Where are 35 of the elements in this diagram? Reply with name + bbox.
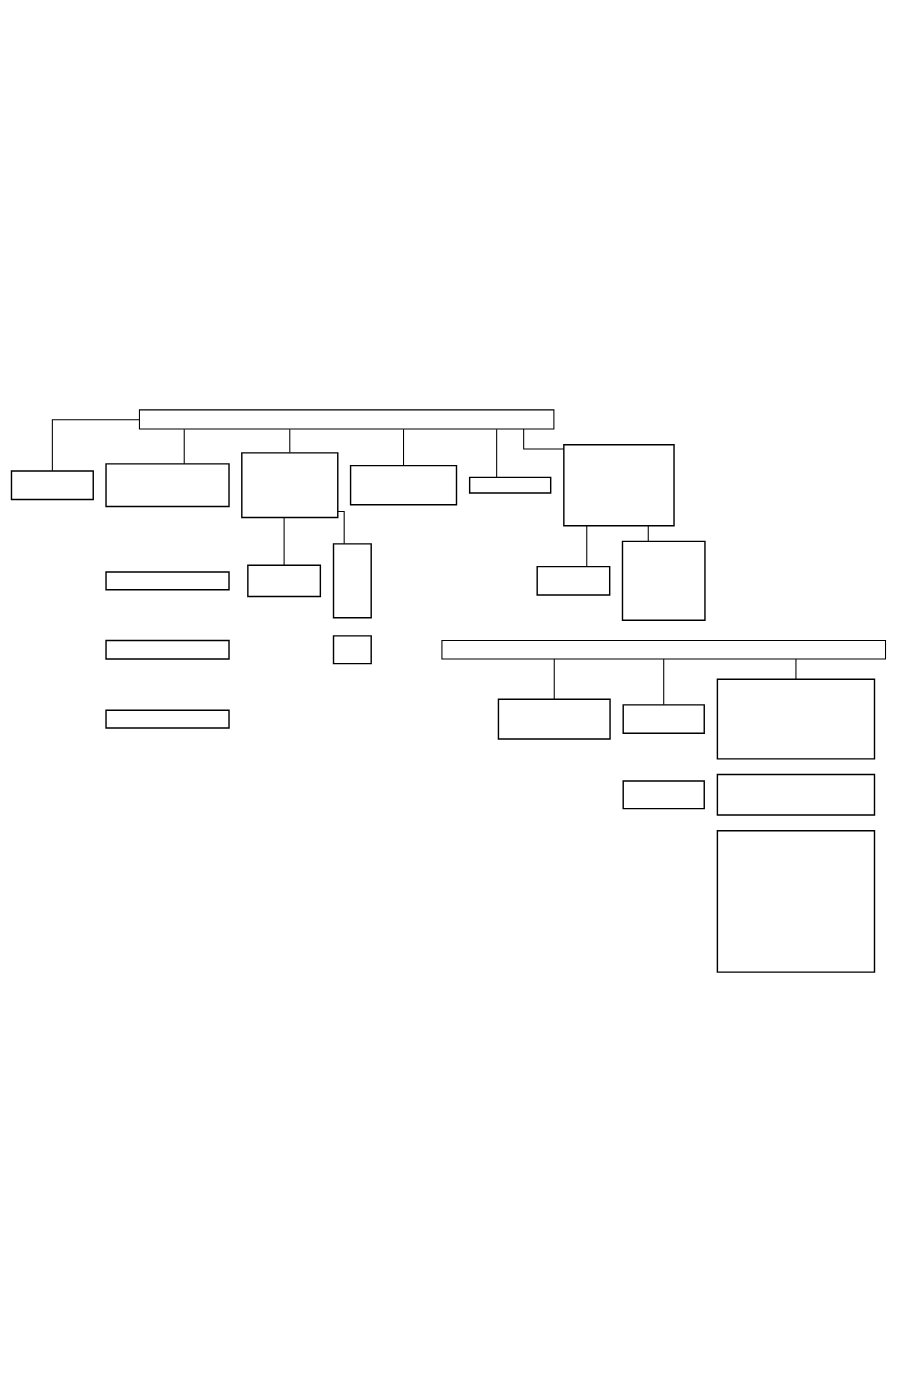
connector xyxy=(337,510,345,545)
node-box xyxy=(105,709,230,729)
node-box xyxy=(247,564,322,598)
connector xyxy=(586,525,588,567)
connector xyxy=(403,428,405,466)
node-box xyxy=(105,639,230,660)
node-bar xyxy=(138,409,555,430)
connector xyxy=(283,517,285,566)
node-box xyxy=(497,698,611,740)
node-box xyxy=(622,780,705,810)
node-box xyxy=(332,543,372,619)
node-box xyxy=(716,773,876,816)
node-box xyxy=(468,476,552,494)
node-box xyxy=(10,470,94,501)
node-box xyxy=(332,635,372,665)
connector xyxy=(496,428,498,478)
node-bar xyxy=(441,640,887,660)
connector xyxy=(553,658,555,700)
node-box xyxy=(563,443,675,527)
node-box xyxy=(536,565,611,596)
connector xyxy=(795,658,797,680)
node-box xyxy=(621,540,706,621)
connector xyxy=(647,525,649,542)
connector xyxy=(183,428,185,465)
connector xyxy=(523,428,565,450)
connector xyxy=(663,658,665,706)
node-box xyxy=(241,452,339,519)
node-box xyxy=(716,830,876,973)
node-box xyxy=(105,571,230,591)
connector xyxy=(51,419,140,472)
node-box xyxy=(349,464,458,506)
node-box xyxy=(622,704,705,734)
node-box xyxy=(716,678,876,760)
connector xyxy=(289,428,291,454)
node-box xyxy=(105,463,230,508)
